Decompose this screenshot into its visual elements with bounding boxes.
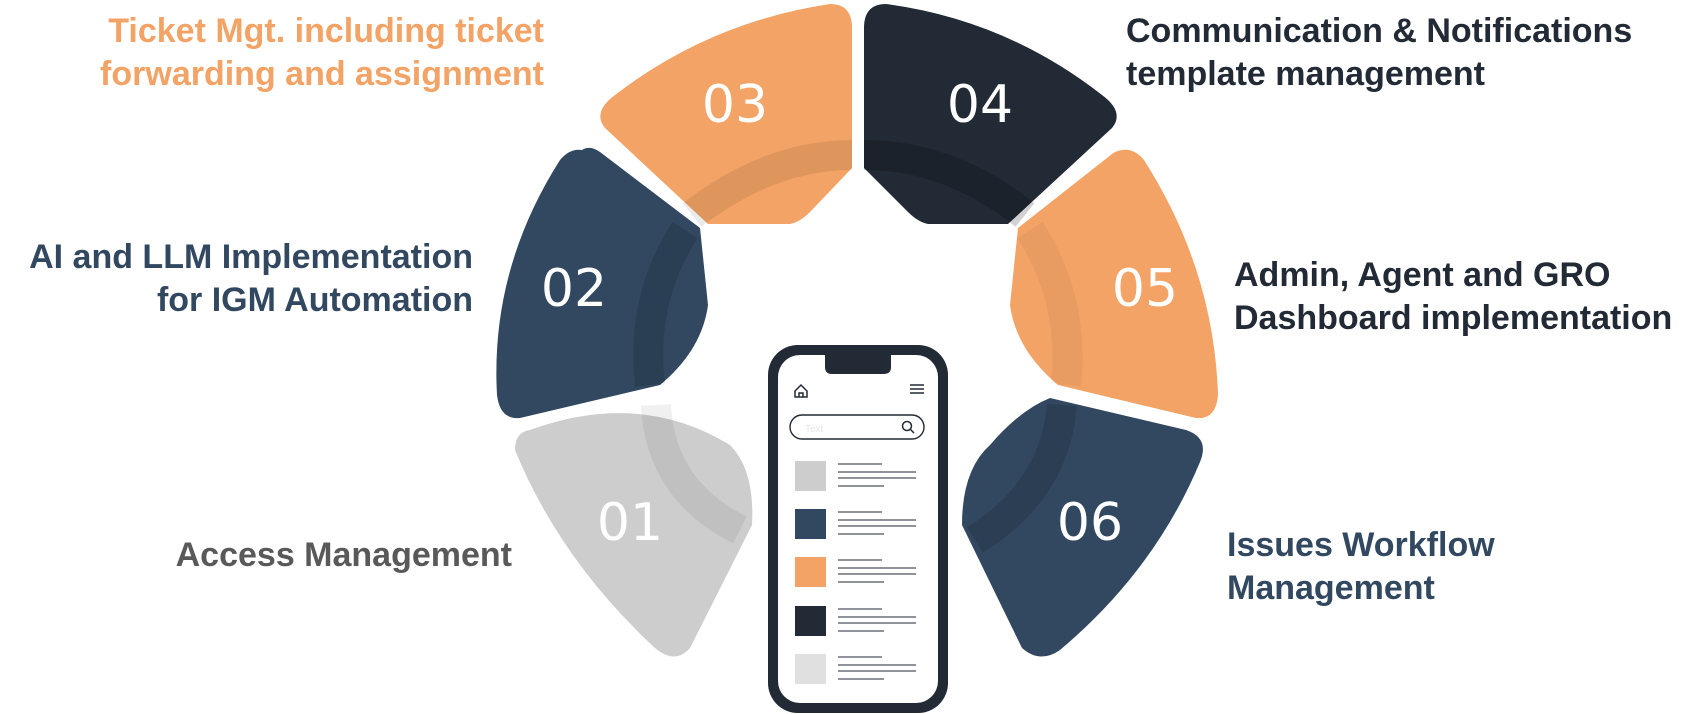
list-item-thumb bbox=[795, 606, 826, 636]
segment-01-label: Access Management bbox=[176, 534, 512, 577]
segment-03-shape bbox=[600, 4, 852, 224]
segment-05-inner-arc bbox=[1017, 221, 1083, 387]
segment-05-label-line-1: Admin, Agent and GRO bbox=[1234, 256, 1611, 294]
segment-02-label-line-2: for IGM Automation bbox=[156, 281, 473, 319]
segment-04-number: 04 bbox=[947, 75, 1013, 135]
segment-03-label-line-2: forwarding and assignment bbox=[100, 55, 544, 93]
list-item-thumb bbox=[795, 557, 826, 587]
segment-06-inner-arc bbox=[966, 403, 1077, 553]
search-icon[interactable] bbox=[901, 420, 915, 434]
segment-02-shape bbox=[496, 147, 708, 419]
segment-01-label-line-1: Access Management bbox=[175, 536, 512, 574]
segment-01-shape bbox=[515, 413, 753, 657]
segment-04-inner-arc bbox=[863, 140, 1035, 227]
segment-05-shape bbox=[1010, 149, 1218, 419]
list-item[interactable] bbox=[795, 654, 916, 684]
segment-02-number: 02 bbox=[541, 259, 607, 319]
segment-03: 03 bbox=[600, 4, 853, 227]
segment-04-label-line-1: Communication & Notifications bbox=[1126, 12, 1633, 50]
phone-notch bbox=[825, 355, 891, 374]
segment-06-number: 06 bbox=[1057, 493, 1123, 553]
phone-mockup: Text bbox=[768, 345, 948, 713]
segment-02-label: AI and LLM Implementation for IGM Automa… bbox=[29, 236, 473, 322]
segment-06-label-line-1: Issues Workflow bbox=[1227, 526, 1495, 564]
segment-03-inner-arc bbox=[682, 140, 853, 227]
list-item[interactable] bbox=[795, 606, 916, 636]
segment-06: 06 bbox=[962, 398, 1203, 657]
segment-05-label: Admin, Agent and GRO Dashboard implement… bbox=[1234, 254, 1672, 340]
segment-05-label-line-2: Dashboard implementation bbox=[1234, 299, 1673, 337]
segment-03-number: 03 bbox=[702, 75, 768, 135]
home-icon[interactable] bbox=[794, 383, 808, 398]
segment-05: 05 bbox=[1010, 149, 1218, 419]
segment-02-label-line-1: AI and LLM Implementation bbox=[29, 238, 473, 276]
segment-06-label: Issues Workflow Management bbox=[1227, 524, 1495, 610]
segment-02-inner-arc bbox=[633, 221, 698, 387]
segment-02: 02 bbox=[496, 147, 708, 419]
list-item[interactable] bbox=[795, 509, 916, 539]
segment-06-label-line-2: Management bbox=[1227, 569, 1435, 607]
segment-04-label-line-2: template management bbox=[1126, 55, 1485, 93]
list-item-thumb bbox=[795, 509, 826, 539]
segment-01-inner-arc bbox=[641, 403, 747, 544]
segment-01: 01 bbox=[515, 403, 753, 657]
segment-03-label: Ticket Mgt. including ticket forwarding … bbox=[100, 10, 544, 96]
menu-icon[interactable] bbox=[910, 384, 924, 394]
list-item[interactable] bbox=[795, 461, 916, 491]
search-input[interactable] bbox=[789, 414, 925, 440]
list-item[interactable] bbox=[795, 557, 916, 587]
segment-04: 04 bbox=[863, 4, 1117, 227]
search-placeholder: Text bbox=[805, 424, 824, 435]
list-item-thumb bbox=[795, 654, 826, 684]
list-item-thumb bbox=[795, 461, 826, 491]
segment-01-number: 01 bbox=[597, 493, 663, 553]
segment-04-label: Communication & Notifications template m… bbox=[1126, 10, 1632, 96]
segment-03-label-line-1: Ticket Mgt. including ticket bbox=[108, 12, 544, 50]
segment-05-number: 05 bbox=[1112, 259, 1178, 319]
segment-06-shape bbox=[962, 398, 1203, 657]
segment-04-shape bbox=[864, 4, 1117, 224]
